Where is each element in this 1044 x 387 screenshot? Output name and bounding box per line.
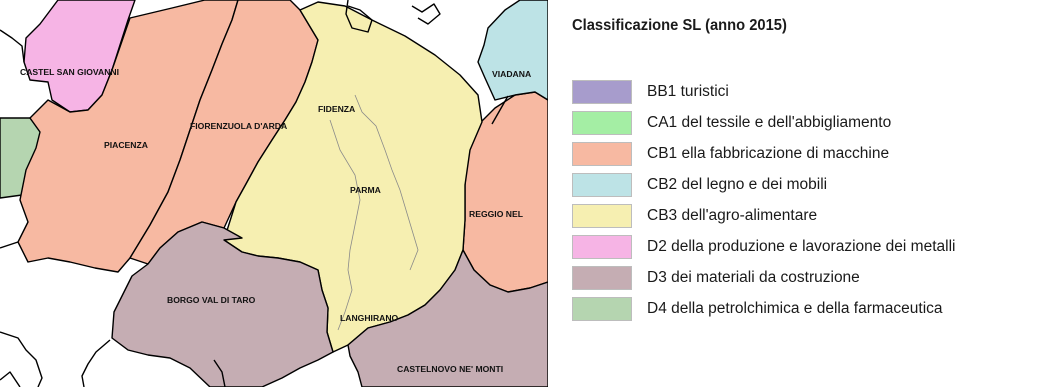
legend-swatch: [572, 80, 632, 104]
map-view[interactable]: CASTEL SAN GIOVANNI VIADANA FIDENZA FIOR…: [0, 0, 548, 387]
label-langhirano: LANGHIRANO: [340, 313, 399, 323]
legend-swatch: [572, 111, 632, 135]
label-borgo-val-di-taro: BORGO VAL DI TARO: [167, 295, 256, 305]
legend-label: CB2 del legno e dei mobili: [647, 176, 828, 193]
region-borgo-val-di-taro[interactable]: [111, 221, 334, 387]
legend-swatch: [572, 142, 632, 166]
legend-title: Classificazione SL (anno 2015): [572, 17, 787, 34]
legend-swatch: [572, 266, 632, 290]
label-fiorenzuola: FIORENZUOLA D'ARDA: [190, 121, 287, 131]
region-parma[interactable]: [223, 1, 483, 353]
legend-label: CB1 ella fabbricazione di macchine: [647, 145, 890, 162]
legend-label: CB3 dell'agro-alimentare: [647, 207, 818, 224]
legend-label: BB1 turistici: [647, 83, 729, 100]
label-castelnovo: CASTELNOVO NE' MONTI: [397, 364, 503, 374]
region-viadana[interactable]: [477, 0, 548, 101]
label-parma: PARMA: [350, 185, 381, 195]
legend-swatch: [572, 235, 632, 259]
label-fidenza: FIDENZA: [318, 104, 355, 114]
legend-label: CA1 del tessile e dell'abbigliamento: [647, 114, 892, 131]
legend-swatch: [572, 173, 632, 197]
label-castel-san-giovanni: CASTEL SAN GIOVANNI: [20, 67, 119, 77]
region-castelnovo[interactable]: [347, 249, 548, 387]
legend-label: D2 della produzione e lavorazione dei me…: [647, 238, 956, 255]
legend-label: D4 della petrolchimica e della farmaceut…: [647, 300, 943, 317]
legend: Classificazione SL (anno 2015) BB1 turis…: [568, 0, 1038, 387]
map-svg: CASTEL SAN GIOVANNI VIADANA FIDENZA FIOR…: [0, 0, 548, 387]
legend-label: D3 dei materiali da costruzione: [647, 269, 860, 286]
label-reggio: REGGIO NEL: [469, 209, 523, 219]
label-viadana: VIADANA: [492, 69, 531, 79]
label-piacenza: PIACENZA: [104, 140, 148, 150]
map-labels: CASTEL SAN GIOVANNI VIADANA FIDENZA FIOR…: [20, 67, 531, 374]
legend-swatch: [572, 297, 632, 321]
legend-swatch: [572, 204, 632, 228]
